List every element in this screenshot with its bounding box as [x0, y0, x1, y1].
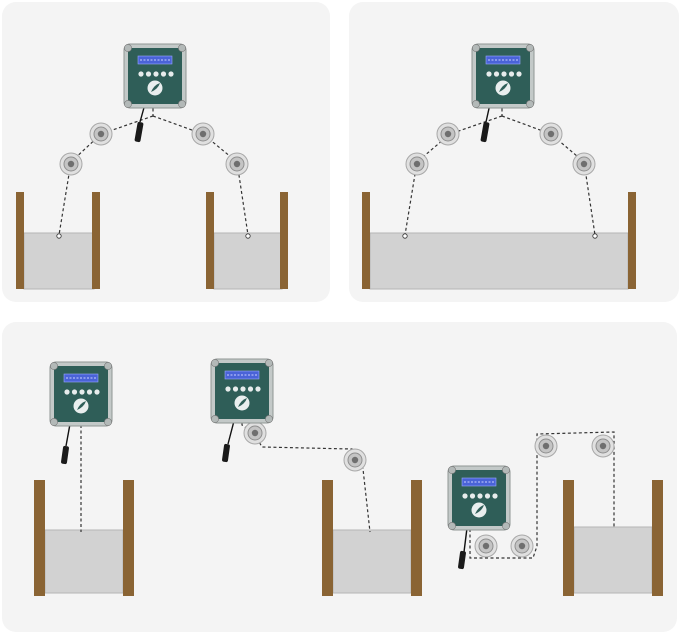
pulley-icon — [191, 122, 215, 146]
pulley-icon — [59, 152, 83, 176]
cable-line — [469, 431, 615, 559]
pulley-icon — [89, 122, 113, 146]
wood-post — [206, 192, 214, 289]
wood-post — [411, 480, 422, 596]
pulley-icon — [436, 122, 460, 146]
panel-a-bg — [2, 2, 330, 302]
controller-box-icon — [123, 43, 187, 109]
panel-c-bg — [2, 322, 677, 632]
pulley-icon — [474, 534, 498, 558]
wood-post — [34, 480, 45, 596]
cable-line — [152, 115, 249, 236]
pulley-icon — [534, 434, 558, 458]
wood-post — [92, 192, 100, 289]
sensor-cable-icon — [65, 423, 71, 447]
pulley-icon — [510, 534, 534, 558]
wood-post — [322, 480, 333, 596]
panel-b — [362, 43, 636, 290]
wood-post — [123, 480, 134, 596]
wood-post — [628, 192, 636, 289]
wood-post — [652, 480, 663, 596]
door-icon — [573, 526, 653, 594]
pulley-icon — [225, 152, 249, 176]
panel-a — [16, 43, 288, 290]
wood-post — [362, 192, 370, 289]
sensor-cable-icon — [463, 527, 468, 553]
pulley-icon — [405, 152, 429, 176]
cable-line — [501, 115, 596, 236]
pulley-icon — [539, 122, 563, 146]
wood-post — [16, 192, 24, 289]
controller-box-icon — [49, 361, 113, 427]
pulley-icon — [343, 448, 367, 472]
wood-post — [280, 192, 288, 289]
pulley-icon — [591, 434, 615, 458]
wood-post — [563, 480, 574, 596]
pulley-icon — [572, 152, 596, 176]
door-icon — [23, 232, 95, 290]
panel-b-bg — [349, 2, 679, 302]
door-icon — [369, 232, 629, 290]
door-icon — [332, 529, 412, 594]
panel-c — [34, 358, 663, 596]
pulley-icon — [243, 421, 267, 445]
controller-box-icon — [447, 465, 511, 531]
cable-line — [404, 115, 503, 236]
controller-box-icon — [210, 358, 274, 424]
door-icon — [44, 529, 124, 594]
cable-line — [58, 115, 154, 236]
door-icon — [213, 232, 283, 290]
cable-line — [241, 412, 371, 533]
controller-box-icon — [471, 43, 535, 109]
sensor-cable-icon — [227, 420, 235, 445]
